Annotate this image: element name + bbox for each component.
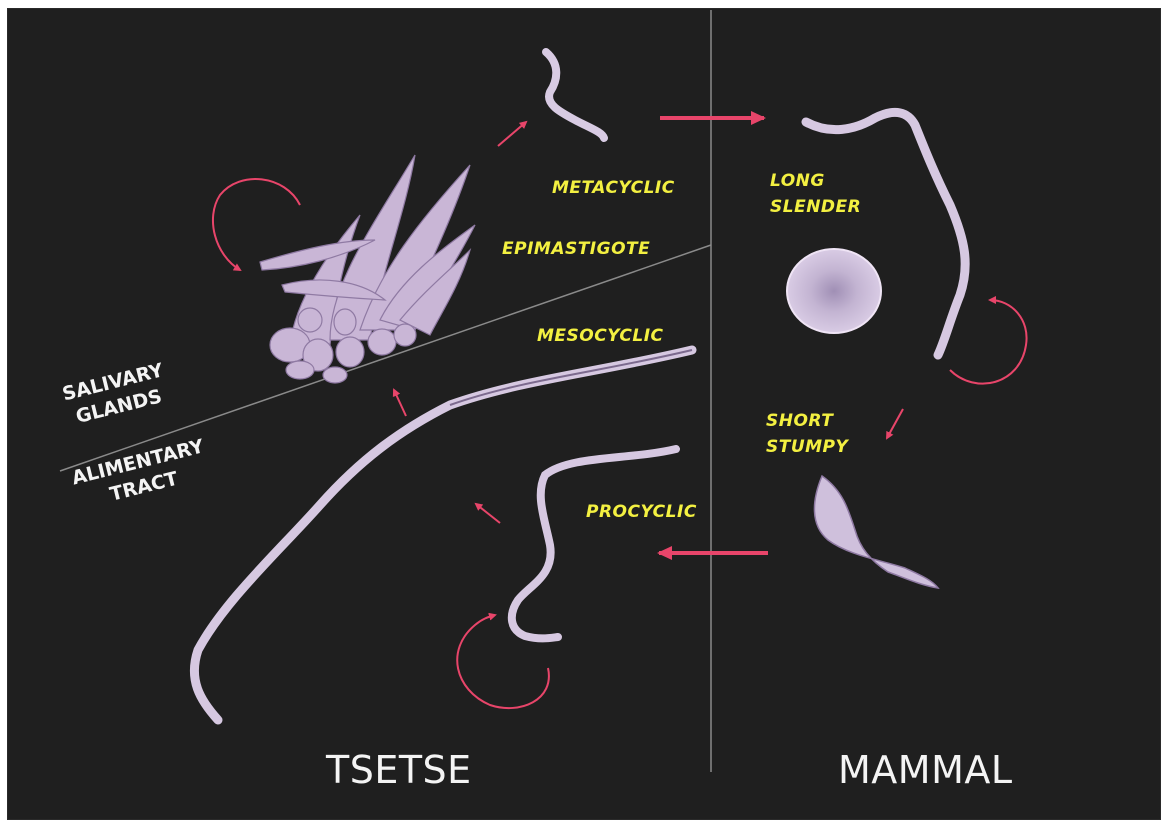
mammal-label: MAMMAL (838, 748, 1013, 792)
procyclic-label: PROCYCLIC (586, 499, 697, 525)
procyclic-trypanosome (512, 449, 676, 638)
epimastigote-cluster (260, 155, 475, 383)
replication-arrow-long-slender (950, 300, 1027, 384)
short-stumpy-trypanosome (814, 476, 938, 588)
replication-arrow-procyclic (457, 615, 549, 708)
mesocyclic-label: MESOCYCLIC (537, 323, 664, 349)
metacyclic-label: METACYCLIC (552, 175, 675, 201)
arrow-procyclic-to-mesocyclic (476, 504, 500, 523)
arrow-mesocyclic-to-epimastigote (394, 390, 406, 416)
long-slender-label: LONG SLENDER (770, 168, 861, 220)
arrow-epimastigote-to-metacyclic (498, 122, 526, 146)
epimastigote-label: EPIMASTIGOTE (502, 236, 650, 262)
red-blood-cell (787, 249, 881, 333)
tsetse-label: TSETSE (326, 748, 472, 792)
mesocyclic-trypanosome (194, 350, 692, 720)
arrow-long-slender-to-short-stumpy (887, 409, 903, 438)
metacyclic-trypanosome (546, 52, 604, 138)
short-stumpy-label: SHORT STUMPY (766, 408, 848, 460)
